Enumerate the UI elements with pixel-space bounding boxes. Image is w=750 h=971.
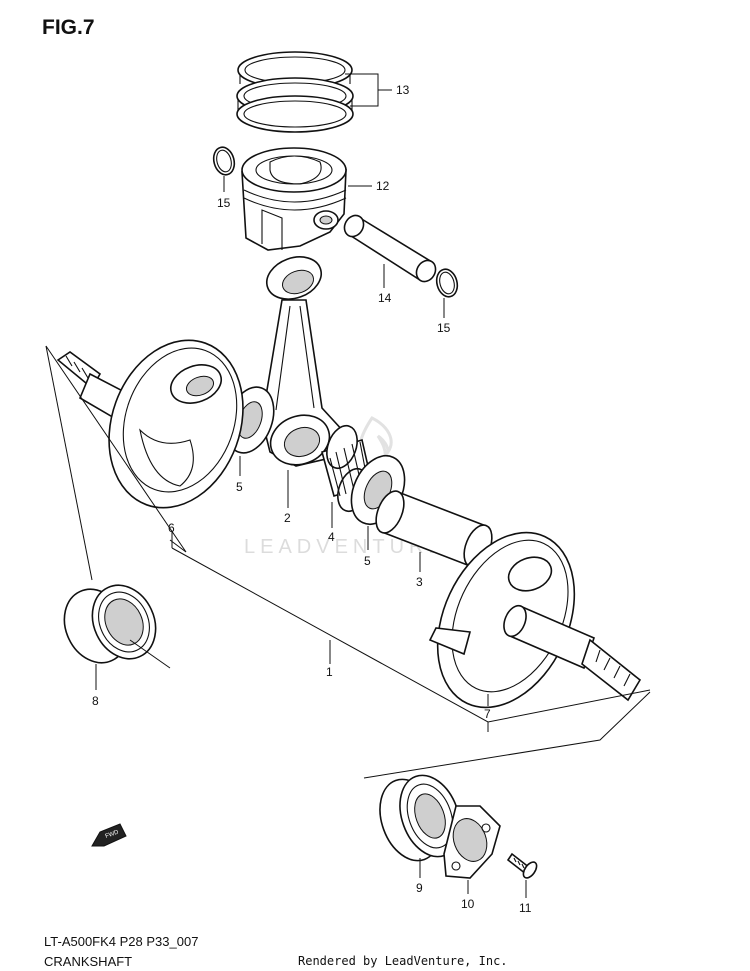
forward-arrow-icon: FWD (91, 823, 127, 847)
figure-title: FIG.7 (42, 16, 95, 39)
callout-1: 1 (326, 665, 333, 679)
callout-5-left: 5 (236, 480, 243, 494)
callout-2: 2 (284, 511, 291, 525)
callout-9: 9 (416, 881, 423, 895)
fwd-label: FWD (105, 829, 121, 840)
callout-4: 4 (328, 530, 335, 544)
piston-pin (343, 214, 437, 283)
leader-8-link (129, 639, 171, 669)
callout-5-right: 5 (364, 554, 371, 568)
callout-3: 3 (416, 575, 423, 589)
leader-13 (345, 73, 392, 107)
callout-8: 8 (92, 694, 99, 708)
callout-13: 13 (396, 83, 410, 97)
crank-pin (375, 490, 493, 568)
assembly-bracket-1 (45, 345, 651, 736)
callout-15-left: 15 (217, 196, 231, 210)
circlip-left (212, 146, 236, 176)
callout-6: 6 (168, 521, 175, 535)
render-credit: Rendered by LeadVenture, Inc. (298, 954, 508, 968)
callout-11: 11 (519, 901, 532, 915)
callout-12: 12 (376, 179, 390, 193)
bearing-left (63, 584, 157, 664)
bearing-right (379, 774, 461, 862)
callout-10: 10 (461, 897, 475, 911)
figure-name: CRANKSHAFT (44, 954, 133, 969)
watermark-text: LEADVENTURE (244, 536, 447, 558)
piston (241, 147, 347, 251)
callout-14: 14 (378, 291, 392, 305)
crankshaft-right-half (428, 531, 642, 709)
crankshaft-left-half (56, 339, 244, 509)
lower-bracket (363, 691, 651, 779)
retainer-plate (443, 805, 501, 879)
piston-rings (236, 51, 354, 133)
circlip-right (435, 268, 459, 298)
callout-7: 7 (484, 707, 491, 721)
callout-15-right: 15 (437, 321, 451, 335)
screw (506, 852, 538, 879)
figure-code: LT-A500FK4 P28 P33_007 (44, 934, 199, 949)
